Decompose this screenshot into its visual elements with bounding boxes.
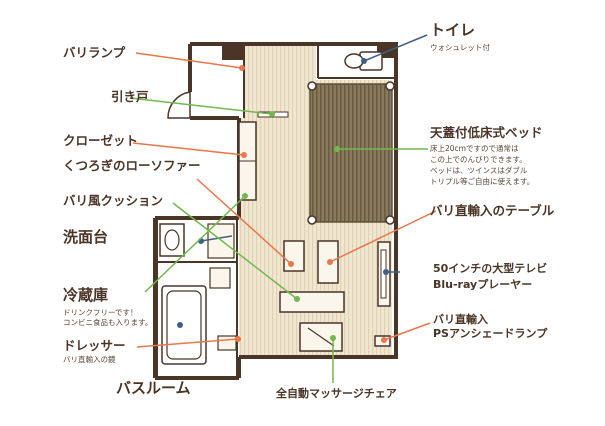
washbasin-icon [159,223,185,257]
bed-note-3: ベッドは、ツインスはダブル [430,166,528,175]
label-bathroom: バスルーム [116,379,191,397]
label-toilet: トイレ [430,21,476,39]
fridge-note-1: ドリンクフリーです！ [63,308,138,317]
label-bali-lamp: バリランプ [63,45,126,60]
leader-lines-orange [132,52,437,348]
inner-walls [156,46,394,376]
toilet-note: ウォシュレット付 [430,43,490,52]
label-tv-1: 50インチの大型テレビ [433,262,548,275]
label-tv-2: Blu-rayプレーヤー [433,278,533,291]
label-washbasin: 洗面台 [63,228,109,246]
fridge-box [209,267,231,289]
bed-note-4: トリプル等ご自由に使えます。 [430,177,535,186]
label-massage-chair: 全自動マッサージチェア [276,387,397,400]
dresser-note: バリ直輸入の鏡 [63,355,116,364]
fridge-note-2: コンビニ食品も入ります。 [63,318,153,327]
label-table: バリ直輸入のテーブル [430,203,555,218]
table-left [283,240,305,272]
label-closet: クローゼット [63,133,139,148]
label-bed: 天蓋付低床式ベッド [430,125,543,140]
bathtub-icon [161,285,207,365]
label-ps-lamp-1: バリ直輸入 [433,313,488,326]
label-dresser: ドレッサー [63,338,126,353]
entry-door [167,91,191,119]
label-fridge: 冷蔵庫 [63,286,109,304]
label-sliding-door: 引き戸 [111,89,149,104]
label-ps-lamp-2: PSアンシェードランプ [433,327,548,340]
dresser [217,335,237,351]
walls [153,42,398,380]
low-sofa [279,291,345,313]
bed-note-2: この上でのんびりできます。 [430,155,527,164]
floor-corridor [244,46,316,118]
corner-block [222,44,244,60]
label-low-sofa: くつろぎのローソファー [63,158,201,173]
label-bali-cushion: バリ風クッション [63,193,164,208]
leader-lines-green [129,97,428,383]
canopy-bed [307,81,395,225]
bed-note-1: 床上20cmですので通常は [430,144,519,153]
